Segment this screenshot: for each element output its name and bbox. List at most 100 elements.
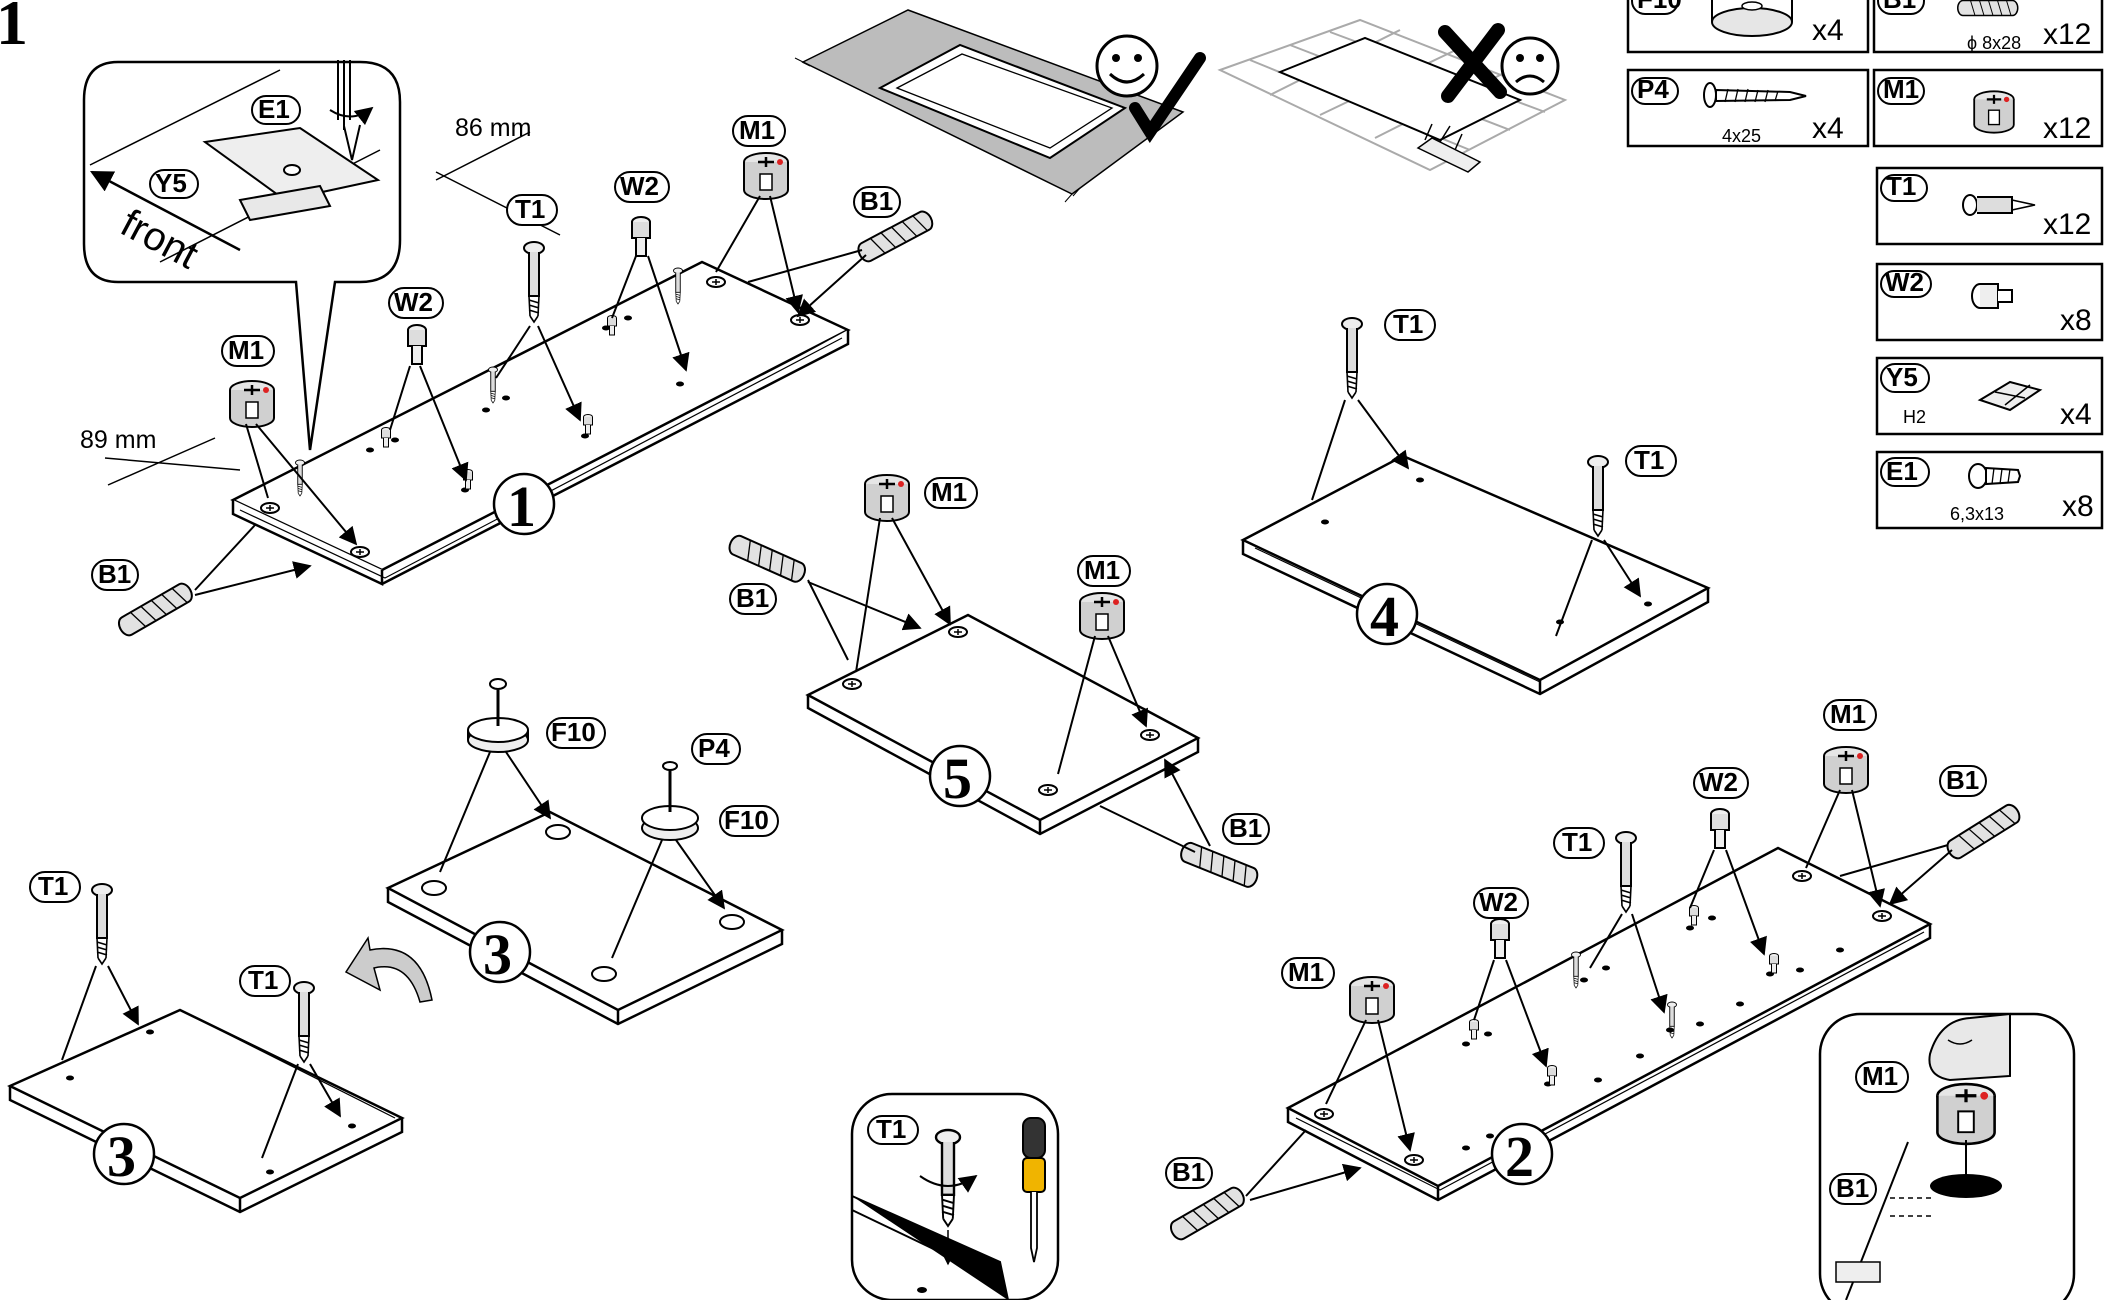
label-b1: B1 — [860, 186, 893, 216]
parts-list: F10 x4 B1 ϕ 8x28 x12 P4 — [1626, 0, 2104, 530]
hardware-part — [676, 381, 684, 387]
part-y5: Y5 H2 x4 — [1875, 356, 2104, 436]
panel-3: 3 — [7, 1008, 405, 1214]
label-w2: W2 — [1479, 887, 1518, 917]
hardware-part — [1836, 947, 1844, 953]
hardware-part — [790, 314, 810, 326]
label-w2: W2 — [394, 287, 433, 317]
pin-w2 — [1490, 918, 1510, 959]
label-f10: F10 — [724, 805, 769, 835]
hardware-part — [1792, 870, 1812, 882]
hardware-part — [1796, 967, 1804, 973]
hardware-part — [1462, 1145, 1470, 1151]
part-qty: x4 — [1812, 112, 1844, 145]
label-t1: T1 — [876, 1114, 906, 1144]
part-f10: F10 x4 — [1626, 0, 1870, 54]
label-f10: F10 — [551, 717, 596, 747]
hardware-part — [1686, 925, 1694, 931]
hardware-part — [1708, 915, 1716, 921]
rug-good-illustration — [794, 9, 1185, 203]
hardware-part — [1644, 601, 1652, 607]
label-t1: T1 — [1634, 445, 1664, 475]
part-qty: x4 — [1812, 14, 1844, 47]
cam-lock-icon — [1973, 90, 2015, 134]
panel-3-feet: 3 — [385, 810, 785, 1026]
dowel-icon — [1957, 0, 2019, 17]
hardware-part — [1321, 519, 1329, 525]
part-code: E1 — [1886, 456, 1918, 486]
panel-2: 2 — [1285, 846, 1933, 1202]
panel-number: 4 — [1370, 584, 1399, 649]
part-qty: x12 — [2043, 112, 2091, 145]
label-m1: M1 — [1830, 699, 1866, 729]
connector-screw-icon — [1962, 194, 2036, 216]
front-arrow — [90, 170, 241, 252]
label-y5: Y5 — [155, 168, 187, 198]
part-spec: H2 — [1903, 407, 1926, 427]
label-t1: T1 — [1562, 827, 1592, 857]
hardware-part — [1486, 1133, 1494, 1139]
hardware-part — [1736, 1001, 1744, 1007]
label-w2: W2 — [1699, 767, 1738, 797]
pin-w2 — [631, 216, 651, 257]
panel-number: 3 — [483, 922, 512, 987]
part-code: T1 — [1886, 171, 1916, 201]
label-b1: B1 — [98, 559, 131, 589]
cam-lock-m1 — [1078, 591, 1126, 641]
hardware-part — [391, 437, 399, 443]
sad-face-icon — [1500, 36, 1560, 96]
hardware-part — [1404, 1154, 1424, 1166]
step-number: 1 — [0, 0, 28, 58]
screw-t1 — [293, 981, 315, 1063]
label-b1: B1 — [1836, 1173, 1869, 1203]
part-e1: E1 6,3x13 x8 — [1875, 450, 2104, 530]
dowel-b1 — [1943, 800, 2024, 863]
panel-5: 5 — [805, 613, 1201, 836]
label-m1: M1 — [228, 335, 264, 365]
label-t1: T1 — [38, 871, 68, 901]
label-w2: W2 — [620, 171, 659, 201]
panel-number: 2 — [1505, 1124, 1534, 1189]
dowel-b1 — [1177, 839, 1262, 891]
hardware-part — [502, 395, 510, 401]
cross-icon — [1438, 23, 1507, 103]
label-m1: M1 — [1084, 555, 1120, 585]
hardware-part — [1484, 1031, 1492, 1037]
label-t1: T1 — [515, 194, 545, 224]
panel-number: 1 — [507, 474, 536, 539]
hardware-part — [1416, 477, 1424, 483]
hardware-part — [1140, 729, 1160, 741]
label-b1: B1 — [736, 583, 769, 613]
detail-bubble-press: M1 B1 — [1818, 1012, 2076, 1300]
part-qty: x12 — [2043, 18, 2091, 51]
hardware-part — [482, 407, 490, 413]
cam-lock-m1 — [863, 473, 911, 523]
part-spec: 4x25 — [1722, 126, 1761, 146]
hardware-part — [1935, 1082, 1997, 1146]
label-b1: B1 — [1172, 1157, 1205, 1187]
hardware-part — [1580, 977, 1588, 983]
hardware-part — [1314, 1108, 1334, 1120]
hardware-part — [350, 546, 370, 558]
part-t1: T1 x12 — [1875, 166, 2104, 246]
panel-4: 4 — [1240, 454, 1711, 696]
pin-w2 — [1710, 808, 1730, 849]
hardware-part — [1462, 1041, 1470, 1047]
part-p4: P4 4x25 x4 — [1626, 68, 1870, 148]
part-code: M1 — [1883, 74, 1919, 104]
felt-pad-icon — [1711, 0, 1793, 37]
bracket-icon — [1977, 380, 2043, 412]
label-b1: B1 — [1229, 813, 1262, 843]
hardware-part — [1636, 1053, 1644, 1059]
part-code: P4 — [1637, 74, 1669, 104]
hardware-part — [146, 1029, 154, 1035]
short-screw-icon — [1968, 463, 2022, 489]
dowel-b1 — [1166, 1183, 1249, 1244]
part-code: B1 — [1883, 0, 1916, 14]
hardware-part — [1594, 1077, 1602, 1083]
label-p4: P4 — [698, 733, 730, 763]
cam-lock-m1 — [1822, 745, 1870, 795]
pin-icon — [1971, 283, 2013, 309]
felt-pad-f10-screw — [641, 761, 699, 841]
screw-t1 — [523, 241, 545, 323]
